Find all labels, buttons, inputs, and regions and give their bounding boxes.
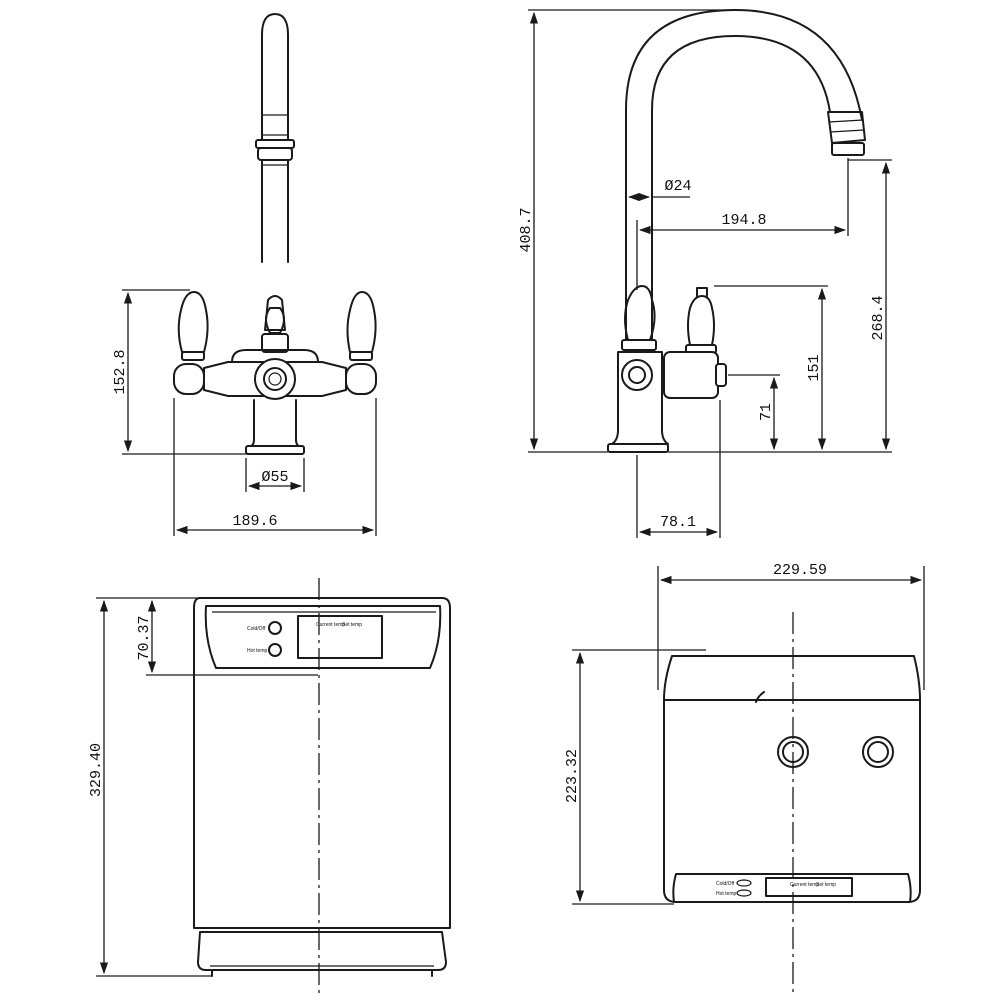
tap-side-spout-reach-label: 194.8 — [721, 212, 766, 229]
tap-side-inlet-height-label: 71 — [758, 403, 775, 421]
tap-front-view: 152.8 Ø55 189.6 — [112, 13, 377, 536]
tank-front-display-text-1: Current temp — [316, 622, 345, 628]
tap-side-handle-height-label: 151 — [806, 354, 823, 381]
tank-front-panel-height-label: 70.37 — [136, 615, 153, 660]
tank-front-display-text-2: Set temp — [342, 622, 362, 628]
tap-side-spout-diameter-label: Ø24 — [664, 178, 691, 195]
tap-front-base-diameter-label: Ø55 — [261, 469, 288, 486]
tank-side-height-label: 223.32 — [564, 749, 581, 803]
tank-side-panel-label-2: Hot temp — [716, 891, 737, 897]
tank-side-width-label: 229.59 — [773, 562, 827, 579]
tap-front-height-label: 152.8 — [112, 349, 129, 394]
tank-front-height-label: 329.40 — [88, 743, 105, 797]
tank-front-view: Cold/Off Hot temp Current temp Set temp … — [88, 578, 451, 998]
tank-side-view: Cold/Off Hot temp Current temp Set temp … — [564, 562, 925, 996]
tank-side-display-text-1: Current temp — [790, 882, 819, 888]
tap-front-width-label: 189.6 — [232, 513, 277, 530]
tap-side-view: 408.7 Ø24 194.8 268.4 151 71 78.1 — [518, 9, 892, 538]
tank-side-panel-label-1: Cold/Off — [716, 881, 735, 887]
tap-side-outlet-height-label: 268.4 — [870, 295, 887, 340]
tap-side-depth-label: 78.1 — [660, 514, 696, 531]
tap-side-total-height-label: 408.7 — [518, 207, 535, 252]
tank-front-panel-label-2: Hot temp — [247, 648, 268, 654]
tank-side-display-text-2: Set temp — [816, 882, 836, 888]
tank-front-panel-label-1: Cold/Off — [247, 626, 266, 632]
